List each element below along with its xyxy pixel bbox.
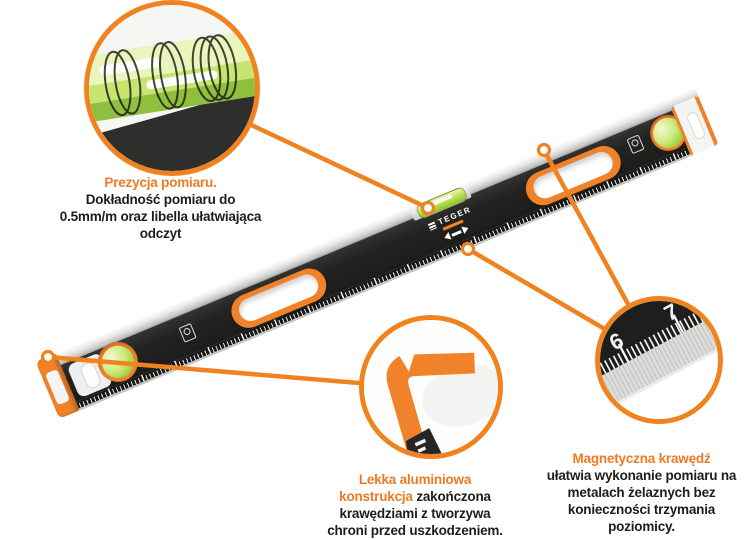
note-magnetic-title: Magnetyczna krawędź	[572, 450, 711, 466]
note-magnetic: Magnetyczna krawędź ułatwia wykonanie po…	[534, 450, 749, 535]
note-precision: Prezycja pomiaru. Dokładność pomiaru do …	[58, 174, 263, 242]
callout-endcap-zoom	[359, 315, 503, 459]
note-magnetic-body: ułatwia wykonanie pomiaru na metalach że…	[546, 467, 737, 534]
note-aluminum-body: zakończona krawędziami z tworzywa chroni…	[327, 488, 503, 538]
note-precision-title: Prezycja pomiaru.	[104, 174, 217, 190]
note-aluminum: Lekka aluminiowa konstrukcja zakończona …	[325, 471, 505, 539]
brand-bars-icon	[428, 220, 438, 231]
callout-ruler-zoom: 6 7	[595, 296, 723, 424]
note-aluminum-title: Lekka aluminiowa konstrukcja	[339, 471, 472, 504]
note-precision-body: Dokładność pomiaru do 0.5mm/m oraz libel…	[59, 191, 262, 241]
callout-vial-zoom	[84, 0, 260, 176]
